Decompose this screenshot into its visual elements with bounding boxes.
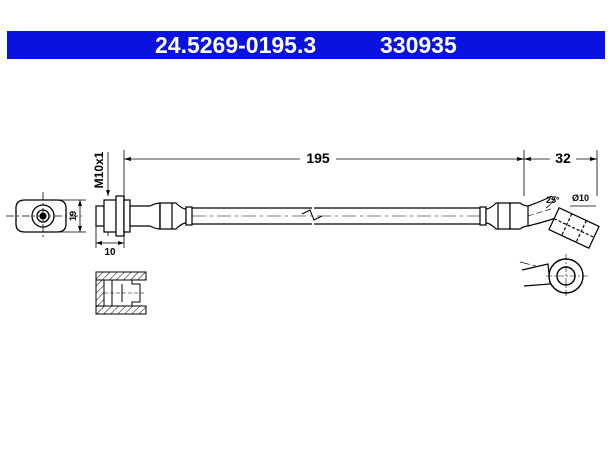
title-bar: 24.5269-0195.3 330935 bbox=[7, 31, 605, 59]
reference-number: 330935 bbox=[380, 32, 457, 58]
height-label: 19 bbox=[68, 211, 78, 221]
left-end-view bbox=[6, 192, 86, 240]
hose-body bbox=[95, 195, 557, 237]
fitting-length-label: 10 bbox=[104, 247, 116, 258]
angle-label: 25° bbox=[546, 195, 560, 205]
end-length-label: 32 bbox=[555, 150, 571, 166]
thread-label: M10x1 bbox=[92, 151, 106, 188]
length-dimension bbox=[123, 150, 598, 196]
part-number: 24.5269-0195.3 bbox=[155, 32, 317, 58]
length-label: 195 bbox=[306, 150, 330, 166]
banjo-eye-detail bbox=[519, 254, 588, 298]
eye-diameter-label: Ø10 bbox=[572, 193, 589, 203]
banjo-fitting bbox=[548, 207, 600, 249]
fitting-section-detail bbox=[95, 271, 147, 315]
angle-dimension bbox=[545, 195, 557, 209]
fitting-length-dimension bbox=[95, 226, 125, 248]
